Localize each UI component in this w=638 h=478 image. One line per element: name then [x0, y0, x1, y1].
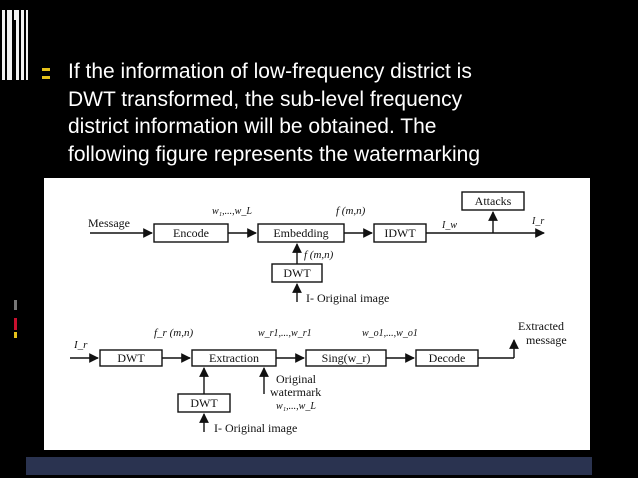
diagram-svg: Message Encode Embedding IDWT Attacks DW…: [70, 191, 567, 435]
original-image-label-top: I- Original image: [306, 291, 389, 305]
extraction-label: Extraction: [209, 351, 259, 365]
attacks-label: Attacks: [475, 194, 512, 208]
fmn-mid-label: f (m,n): [304, 249, 334, 261]
embedding-label: Embedding: [273, 226, 328, 240]
weights-label: w₁,...,w_L: [212, 206, 252, 217]
message-out-label: message: [526, 333, 567, 347]
bullet-line: following figure represents the watermar…: [68, 142, 481, 166]
iw-label: I_w: [441, 220, 457, 231]
bullet-line: If the information of low-frequency dist…: [68, 60, 472, 83]
bullet-line: district information will be obtained. T…: [68, 115, 437, 138]
footer-bar: [26, 457, 592, 475]
wr-label: w_r1,...,w_r1: [258, 328, 312, 339]
watermark-diagram: Message Encode Embedding IDWT Attacks DW…: [44, 178, 590, 450]
wm-weights-label: w₁,...,w_L: [276, 401, 316, 412]
dwt-top-label: DWT: [283, 266, 311, 280]
sing-label: Sing(w_r): [322, 351, 371, 365]
extracted-label: Extracted: [518, 319, 564, 333]
attacks-block: [461, 191, 525, 211]
fmn-top-label: f (m,n): [336, 205, 366, 217]
bullet-line: DWT transformed, the sub-level frequency: [68, 87, 463, 111]
ir-label: I_r: [531, 216, 544, 227]
bullet-text: If the information of low-frequency dist…: [68, 58, 588, 168]
message-label: Message: [88, 216, 130, 230]
original-watermark-label: Original: [276, 372, 317, 386]
decode-label: Decode: [429, 351, 466, 365]
dwt-lower-label: DWT: [190, 396, 218, 410]
watermark-label: watermark: [270, 385, 321, 399]
idwt-label: IDWT: [384, 226, 416, 240]
wo-label: w_o1,...,w_o1: [362, 328, 418, 339]
ir-input-label: I_r: [73, 339, 88, 351]
fr-label: f_r (m,n): [154, 327, 193, 339]
bullet-icon: [42, 68, 52, 80]
slide-decoration: [0, 0, 40, 478]
original-image-label-bottom: I- Original image: [214, 421, 297, 435]
dwt-bottom-label: DWT: [117, 351, 145, 365]
encode-label: Encode: [173, 226, 209, 240]
